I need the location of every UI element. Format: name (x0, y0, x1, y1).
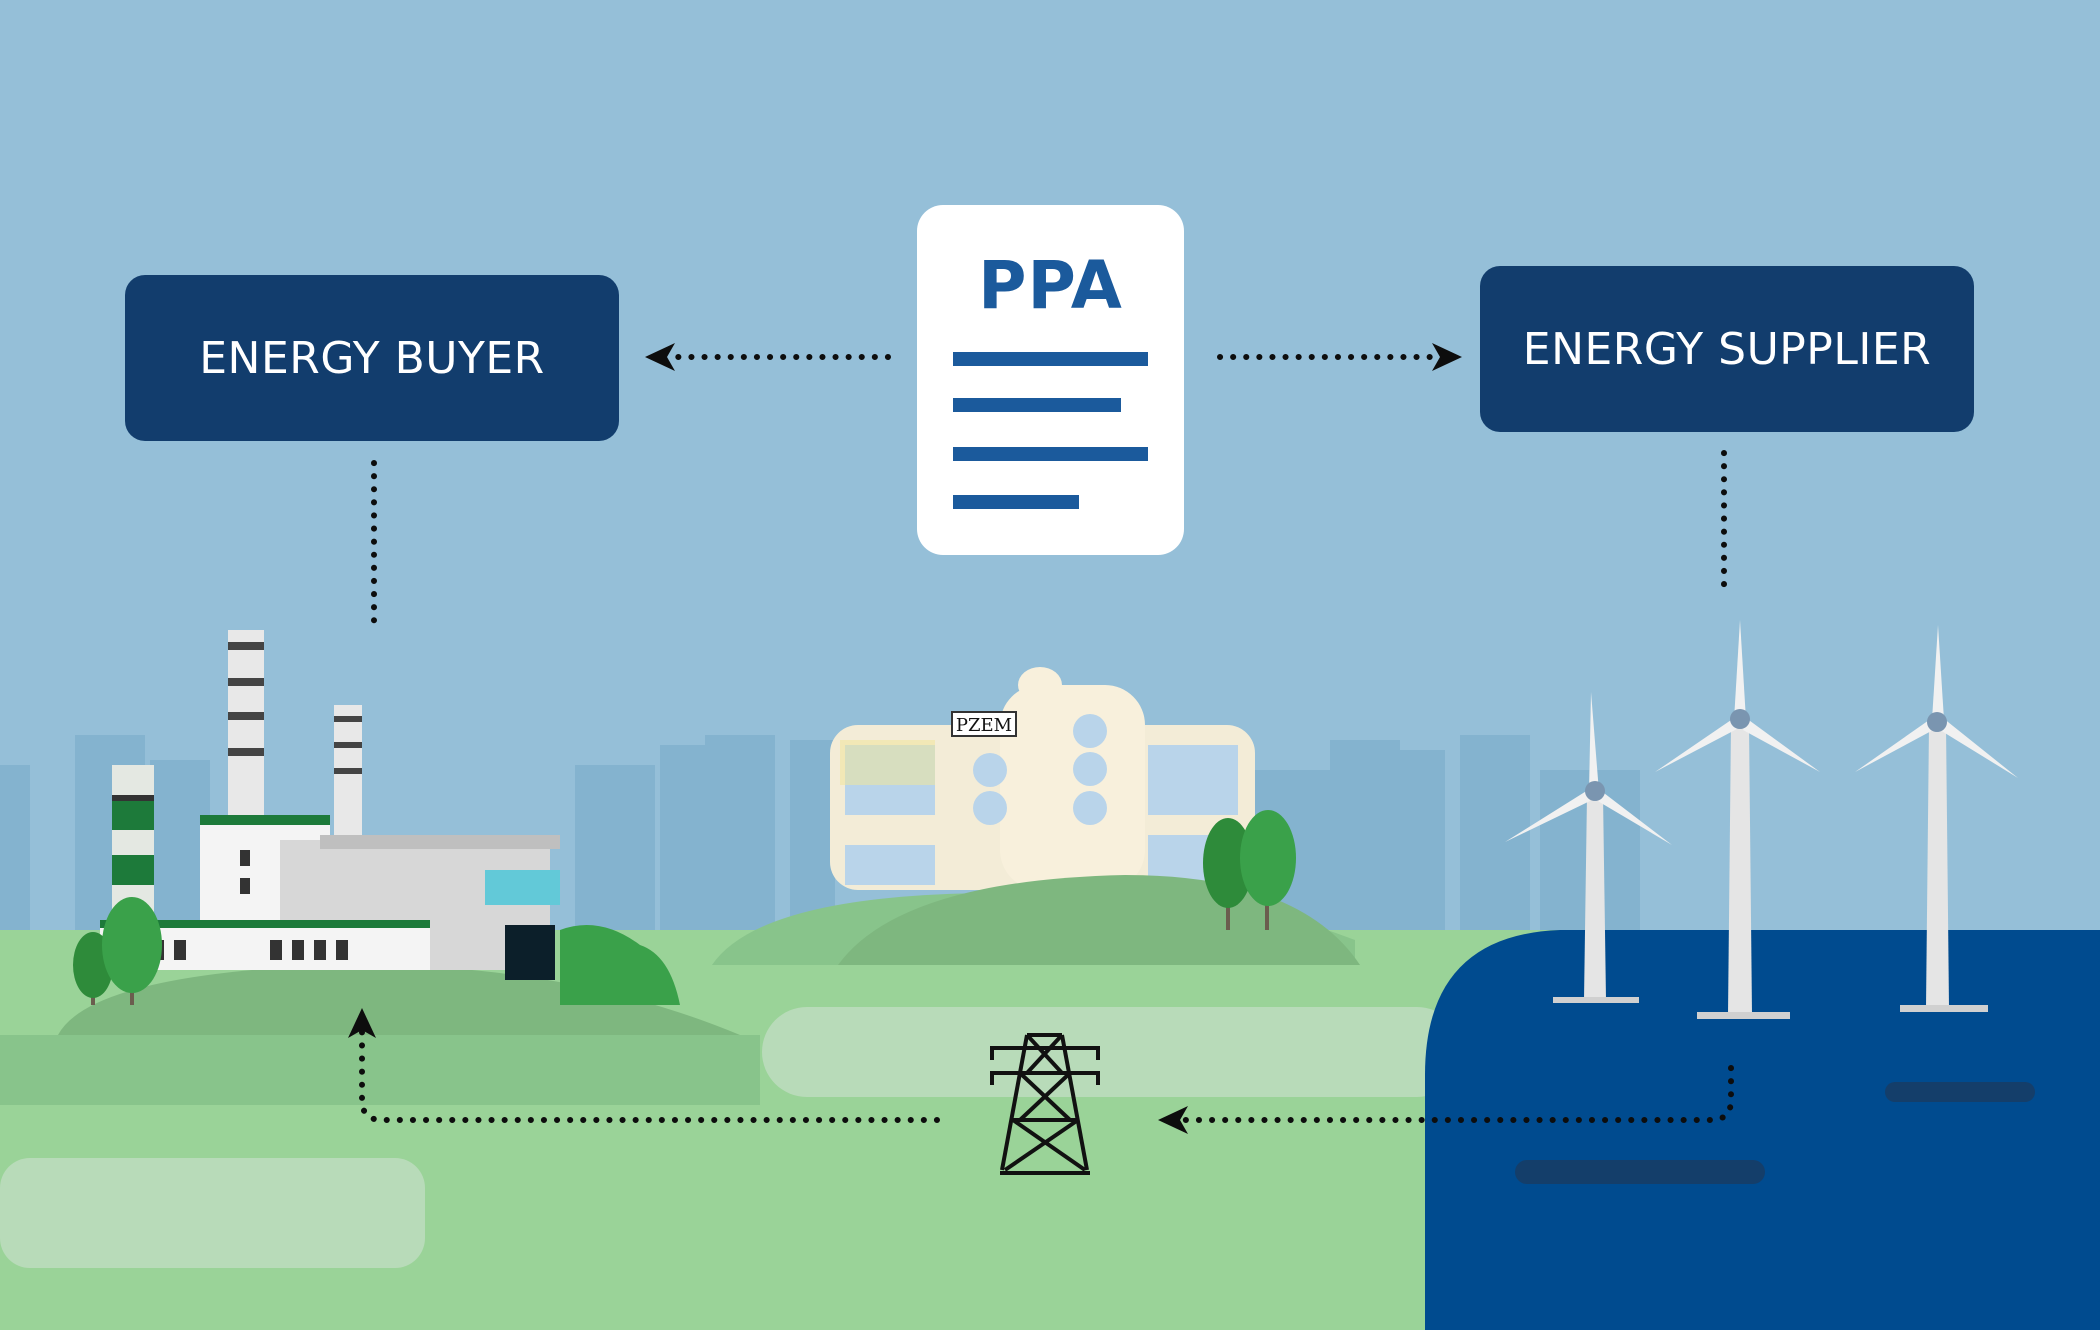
wind-turbine-3 (1855, 625, 2018, 1012)
pzem-sign: PZEM (956, 715, 1012, 736)
energy-supplier-label: ENERGY SUPPLIER (1522, 323, 1932, 375)
arrowhead-plant (348, 1008, 376, 1038)
central-trees (1203, 810, 1296, 930)
energy-buyer-box: ENERGY BUYER (125, 275, 619, 441)
ground-stripe (0, 1035, 760, 1105)
wind-turbine-2 (1655, 620, 1820, 1019)
arrowhead-supplier (1432, 343, 1462, 371)
left-hill (58, 964, 740, 1035)
pale-field (0, 1158, 425, 1268)
document-line (953, 447, 1148, 461)
ppa-document-icon: PPA (917, 205, 1184, 555)
dotted-connectors (359, 354, 1734, 1123)
document-line (953, 352, 1148, 366)
arrowhead-buyer (645, 343, 675, 371)
sea-wave-1 (1515, 1160, 1765, 1184)
sea-wave-2 (1885, 1082, 2035, 1102)
document-line (953, 398, 1121, 412)
turbines-to-tower-line (1182, 1065, 1734, 1123)
tower-to-plant-line (359, 1029, 940, 1123)
sea (1425, 930, 2100, 1330)
arrowheads (348, 343, 1462, 1134)
document-line (953, 495, 1079, 509)
power-plant (100, 630, 680, 1005)
arrowhead-tower (1158, 1106, 1188, 1134)
pale-road (762, 1007, 1462, 1097)
transmission-tower-icon (990, 1033, 1100, 1175)
left-trees (73, 897, 162, 1005)
energy-supplier-box: ENERGY SUPPLIER (1480, 266, 1974, 432)
wind-turbine-1 (1505, 692, 1672, 1003)
ppa-title: PPA (978, 247, 1123, 324)
pzem-sign-box (951, 711, 1017, 737)
energy-buyer-label: ENERGY BUYER (199, 332, 545, 384)
